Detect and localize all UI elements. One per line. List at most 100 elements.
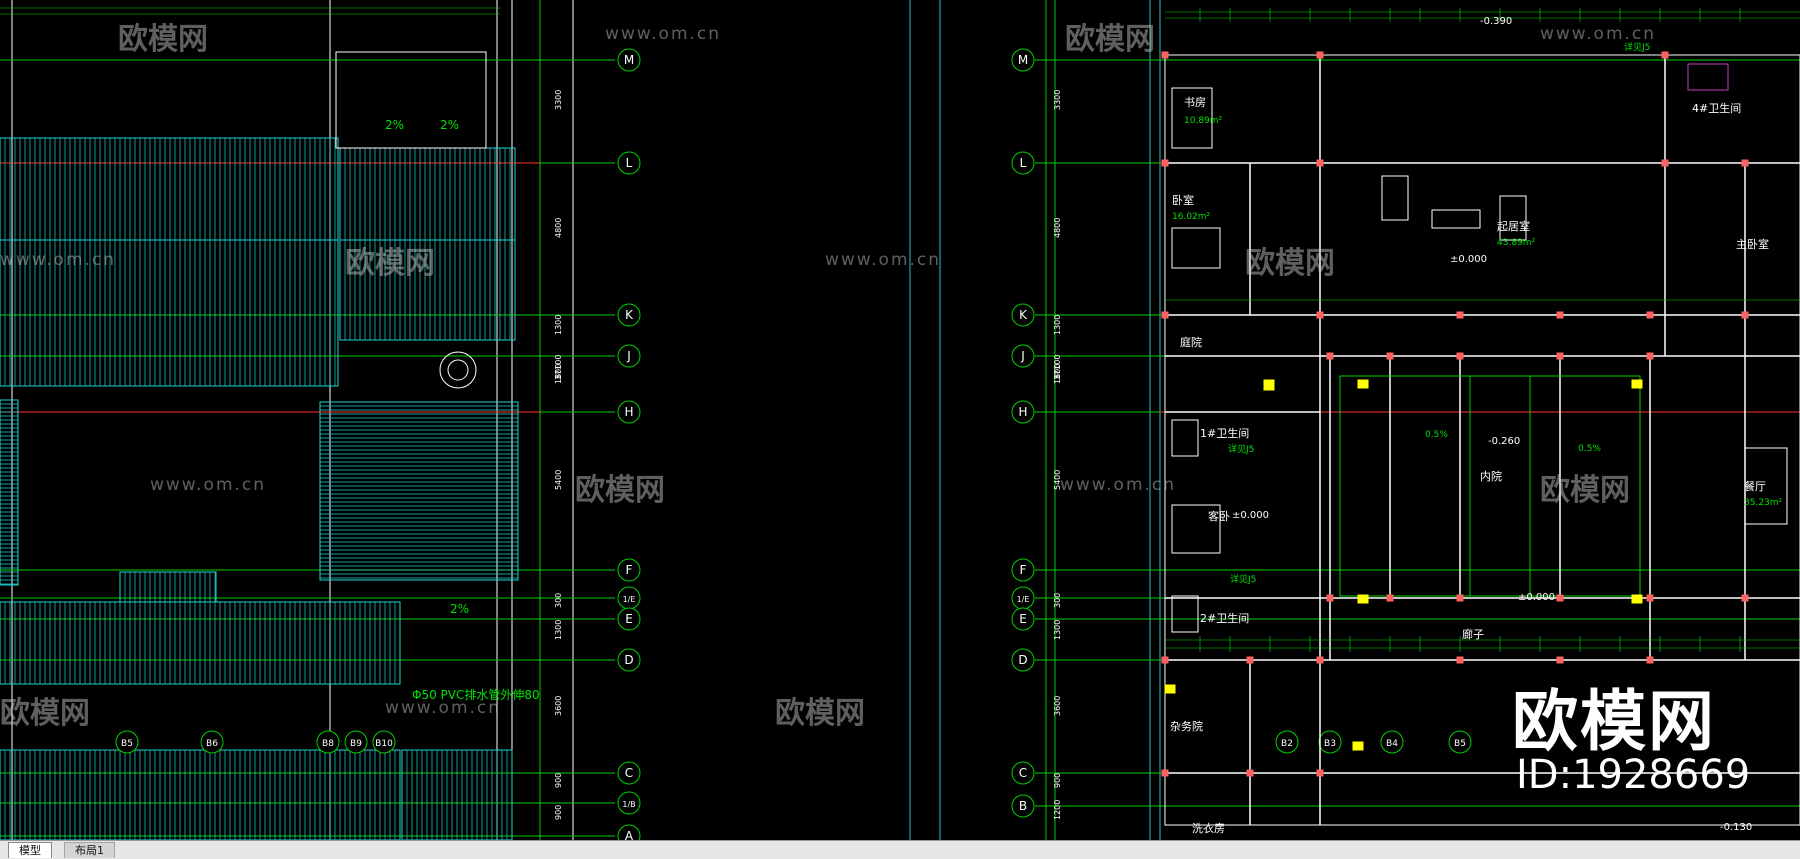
level-court: -0.260 <box>1488 436 1521 447</box>
column-mark <box>1556 311 1564 319</box>
fixture-highlight <box>1263 381 1275 391</box>
column-bubble-label: B5 <box>121 739 133 749</box>
slope-label: 0.5% <box>1425 430 1448 440</box>
watermark-url: www.om.cn <box>605 24 722 44</box>
slope-label: 2% <box>440 118 460 132</box>
tree-symbol <box>439 351 477 389</box>
furniture-dining <box>1744 447 1788 525</box>
dimension-text: 37100 <box>554 355 563 380</box>
dimension-text: 900 <box>554 773 563 788</box>
room-label-laundry: 洗衣房 <box>1192 822 1225 835</box>
fixture-highlight <box>1164 684 1176 694</box>
grid-bubble <box>617 400 641 424</box>
grid-bubble <box>1011 151 1035 175</box>
column-bubble-label: B3 <box>1324 739 1336 749</box>
room-label-yard: 杂务院 <box>1170 720 1203 733</box>
room-label-bath2: 2#卫生间 <box>1200 612 1250 625</box>
column-mark <box>1456 352 1464 360</box>
watermark-url: www.om.cn <box>825 250 942 270</box>
room-label-bedroom: 卧室 <box>1172 194 1194 207</box>
grid-bubble-label: E <box>1019 612 1027 626</box>
grid-bubble-label: L <box>1020 156 1027 170</box>
grid-bubble-label: F <box>626 563 633 577</box>
watermark-url: www.om.cn <box>385 698 502 718</box>
column-mark <box>1646 352 1654 360</box>
column-mark <box>1161 769 1169 777</box>
column-bubble-label: B8 <box>322 739 334 749</box>
column-mark <box>1326 594 1334 602</box>
grid-bubble <box>617 607 641 631</box>
column-mark <box>1456 311 1464 319</box>
grid-bubble-label: J <box>626 349 631 363</box>
slope-label: 2% <box>385 118 405 132</box>
furniture-bath <box>1171 595 1199 633</box>
fixture-highlight <box>1357 379 1369 389</box>
grid-bubble-label: 1/E <box>1017 595 1030 604</box>
room-label-study: 书房 <box>1184 96 1206 109</box>
grid-bubble-label: 1/B <box>622 800 635 809</box>
column-mark <box>1161 311 1169 319</box>
tab-layout1[interactable]: 布局1 <box>64 842 115 858</box>
watermark-url: www.om.cn <box>1540 24 1657 44</box>
column-mark <box>1161 656 1169 664</box>
column-mark <box>1456 594 1464 602</box>
grid-bubble <box>617 344 641 368</box>
level-low: -0.130 <box>1720 822 1753 833</box>
column-mark <box>1646 594 1654 602</box>
inner-court-outline <box>1469 375 1531 597</box>
column-bubble <box>1275 730 1299 754</box>
watermark-url: www.om.cn <box>1060 475 1177 495</box>
grid-bubble-label: M <box>1018 53 1028 67</box>
tab-model[interactable]: 模型 <box>8 842 52 858</box>
room-label-bath4: 4#卫生间 <box>1692 102 1742 115</box>
column-mark <box>1741 594 1749 602</box>
level-floor: ±0.000 <box>1450 254 1488 265</box>
column-bubble <box>1380 730 1404 754</box>
grid-bubble <box>1011 607 1035 631</box>
column-bubble-label: B4 <box>1386 739 1398 749</box>
column-mark <box>1161 159 1169 167</box>
grid-bubble <box>1011 400 1035 424</box>
furniture-bed <box>1171 227 1221 269</box>
tree-symbol <box>447 359 469 381</box>
building-outline <box>1164 54 1800 826</box>
grid-bubble-label: A <box>625 829 634 840</box>
furniture-sofa <box>1381 175 1409 221</box>
dimension-text: 1300 <box>554 620 563 640</box>
brand-logo-text: 欧模网 <box>1512 683 1716 760</box>
grid-bubble <box>1011 558 1035 582</box>
dimension-text: 3300 <box>554 90 563 110</box>
fixture-highlight <box>1631 379 1643 389</box>
column-bubble <box>1448 730 1472 754</box>
column-bubble-label: B6 <box>206 739 218 749</box>
watermark-brand: 欧模网 <box>118 22 208 57</box>
column-mark <box>1741 159 1749 167</box>
column-bubble-label: B10 <box>375 739 393 749</box>
dimension-text: 3600 <box>554 696 563 716</box>
column-mark <box>1646 656 1654 664</box>
column-mark <box>1246 656 1254 664</box>
grid-bubble <box>1011 48 1035 72</box>
grid-bubble <box>617 151 641 175</box>
column-mark <box>1661 51 1669 59</box>
column-bubble <box>115 730 139 754</box>
furniture-bath <box>1171 419 1199 457</box>
grid-bubble <box>1011 794 1035 818</box>
grid-bubble <box>617 48 641 72</box>
dimension-text: 37100 <box>1053 355 1062 380</box>
level-floor: ±0.000 <box>1232 510 1270 521</box>
room-label-bath1: 1#卫生间 <box>1200 427 1250 440</box>
grid-bubble <box>617 648 641 672</box>
grid-bubble-label: C <box>1019 766 1027 780</box>
dimension-text: 1300 <box>1053 315 1062 335</box>
column-mark <box>1246 769 1254 777</box>
column-bubble <box>372 730 396 754</box>
column-mark <box>1316 51 1324 59</box>
furniture-sofa <box>1499 195 1527 241</box>
dimension-text: 3300 <box>1053 90 1062 110</box>
detail-note: 详见J5 <box>1228 445 1255 455</box>
furniture-bed <box>1171 504 1221 554</box>
grid-bubble-label: H <box>1018 405 1027 419</box>
